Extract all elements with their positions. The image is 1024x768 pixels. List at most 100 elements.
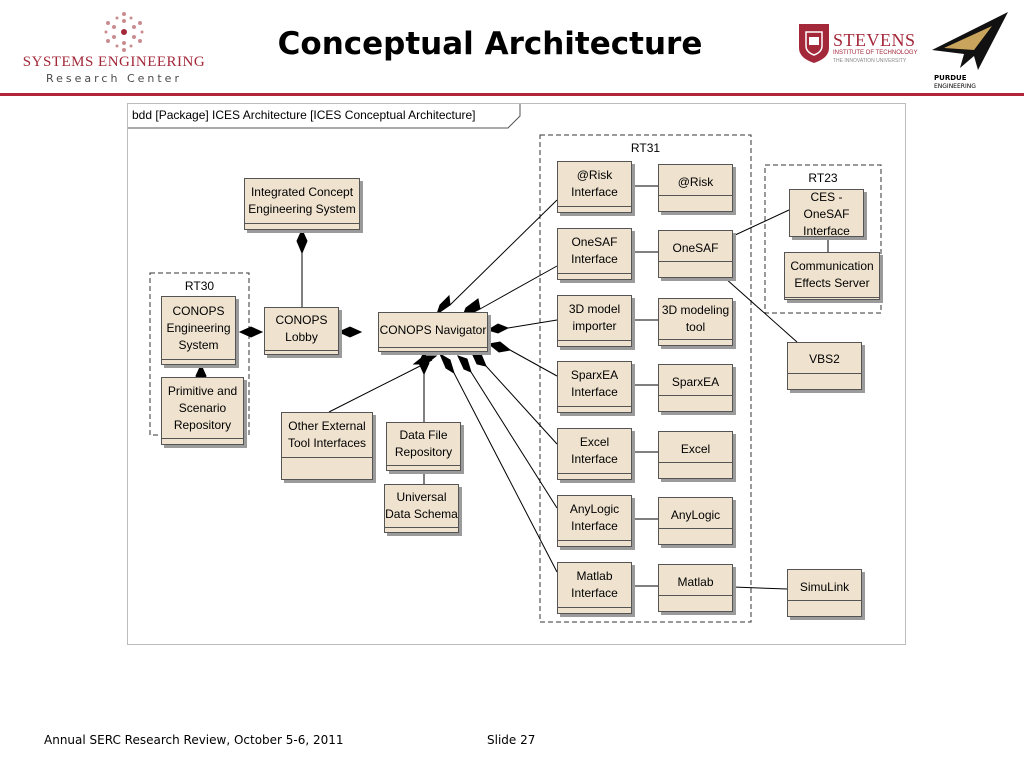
block-label: 3D modeling tool <box>661 303 730 334</box>
block-matlab-interface[interactable]: Matlab Interface <box>557 562 632 614</box>
block-compartment <box>558 473 631 474</box>
block-compartment <box>282 457 372 458</box>
slide-number: Slide 27 <box>487 733 536 747</box>
purdue-logo: PURDUE ENGINEERING <box>930 10 1010 94</box>
block-communication-effects-server[interactable]: Communication Effects Server <box>784 252 880 300</box>
block-compartment <box>265 350 338 351</box>
stevens-name: STEVENS <box>833 30 916 50</box>
block-label: CES - OneSAF Interface <box>803 189 850 238</box>
block-conops-engineering-system[interactable]: CONOPS Engineering System <box>161 296 236 365</box>
block-excel[interactable]: Excel <box>658 431 733 479</box>
block-label: SparxEA <box>671 374 720 389</box>
block-compartment <box>785 297 879 298</box>
link-navigator-anylogic <box>470 371 558 509</box>
block-compartment <box>379 347 487 348</box>
stevens-logo: STEVENS INSTITUTE OF TECHNOLOGY THE INNO… <box>793 16 923 74</box>
stevens-tagline: THE INNOVATION UNIVERSITY <box>833 58 907 64</box>
package-rt23-border <box>764 164 882 314</box>
block-label: Universal Data Schema <box>385 490 458 521</box>
page-title: Conceptual Architecture <box>277 26 703 62</box>
block-risk-interface[interactable]: @Risk Interface <box>557 161 632 213</box>
block-label: @Risk <box>677 174 714 189</box>
block-data-file-repository[interactable]: Data File Repository <box>386 422 461 471</box>
block-label: Other External Tool Interfaces <box>287 419 367 450</box>
link-navigator-excel <box>485 365 558 445</box>
frame-tab <box>128 104 521 129</box>
block-anylogic-interface[interactable]: AnyLogic Interface <box>557 495 632 547</box>
frame-label: bdd [Package] ICES Architecture [ICES Co… <box>132 108 476 122</box>
diamond-navigator-matlab <box>438 352 455 375</box>
serc-snowflake-icon <box>104 12 144 52</box>
block-compartment <box>659 595 732 596</box>
block-compartment <box>385 527 458 528</box>
block-label: Matlab <box>677 574 714 589</box>
block-label: CONOPS Engineering System <box>166 303 231 352</box>
diamond-lobby-left <box>238 326 264 338</box>
block-label: AnyLogic Interface <box>569 502 620 533</box>
block-label: Excel <box>680 441 711 456</box>
block-anylogic[interactable]: AnyLogic <box>658 497 733 545</box>
link-onesaf-ces <box>732 209 790 237</box>
package-rt31-border <box>539 134 752 623</box>
block-compartment <box>659 395 732 396</box>
block-compartment <box>788 373 861 374</box>
block-compartment <box>558 206 631 207</box>
block-onesaf-interface[interactable]: OneSAF Interface <box>557 228 632 280</box>
block-conops-navigator[interactable]: CONOPS Navigator <box>378 312 488 352</box>
footer-event: Annual SERC Research Review, October 5-6… <box>44 733 344 747</box>
block-compartment <box>659 339 732 340</box>
block-label: 3D model importer <box>568 302 621 333</box>
stevens-subtitle: INSTITUTE OF TECHNOLOGY <box>833 50 918 56</box>
block-onesaf[interactable]: OneSAF <box>658 230 733 278</box>
block-3d-model-importer[interactable]: 3D model importer <box>557 295 632 347</box>
block-compartment <box>387 465 460 466</box>
block-primitive-scenario-repository[interactable]: Primitive and Scenario Repository <box>161 377 244 445</box>
block-risk[interactable]: @Risk <box>658 164 733 212</box>
diamond-navigator-3d <box>486 323 510 334</box>
serc-logo: SYSTEMS ENGINEERING Research Center <box>14 8 214 85</box>
block-label: OneSAF Interface <box>571 235 618 266</box>
block-compartment <box>245 223 359 224</box>
block-label: SparxEA Interface <box>570 368 619 399</box>
package-rt30-label: RT30 <box>184 279 215 293</box>
block-label: CONOPS Navigator <box>379 322 487 337</box>
block-other-external-tool-interfaces[interactable]: Other External Tool Interfaces <box>281 412 373 480</box>
block-3d-modeling-tool[interactable]: 3D modeling tool <box>658 298 733 346</box>
block-compartment <box>162 438 243 439</box>
package-rt23-label: RT23 <box>808 171 838 185</box>
block-simulink[interactable]: SimuLink <box>787 569 862 617</box>
block-label: Data File Repository <box>394 428 453 459</box>
stevens-seal-icon <box>799 24 829 63</box>
header-divider <box>0 93 1024 96</box>
block-compartment <box>558 406 631 407</box>
block-compartment <box>558 340 631 341</box>
block-excel-interface[interactable]: Excel Interface <box>557 428 632 480</box>
block-sparxea[interactable]: SparxEA <box>658 364 733 412</box>
block-label: AnyLogic <box>670 507 721 522</box>
block-conops-lobby[interactable]: CONOPS Lobby <box>264 307 339 355</box>
block-sparxea-interface[interactable]: SparxEA Interface <box>557 361 632 413</box>
block-matlab[interactable]: Matlab <box>658 564 733 612</box>
block-label: SimuLink <box>799 579 850 594</box>
block-vbs2[interactable]: VBS2 <box>787 342 862 390</box>
block-compartment <box>162 359 235 360</box>
block-universal-data-schema[interactable]: Universal Data Schema <box>384 484 459 533</box>
block-compartment <box>659 528 732 529</box>
block-label: Matlab Interface <box>571 569 618 600</box>
block-label: OneSAF <box>672 240 719 255</box>
block-ces-onesaf-interface[interactable]: CES - OneSAF Interface <box>789 189 864 238</box>
block-label: Integrated Concept Engineering System <box>248 185 356 216</box>
diamond-ices <box>296 228 308 255</box>
purdue-subtitle: ENGINEERING <box>934 83 976 90</box>
link-onesaf-vbs2 <box>724 277 798 343</box>
diamond-navigator-sparx <box>487 341 512 353</box>
block-compartment <box>659 261 732 262</box>
diamond-navigator-risk <box>436 294 451 316</box>
block-integrated-concept-engineering-system[interactable]: Integrated Concept Engineering System <box>244 178 360 230</box>
block-compartment <box>659 195 732 196</box>
diamond-navigator-datafile <box>418 350 430 376</box>
block-compartment <box>558 273 631 274</box>
purdue-mark-icon <box>932 12 1008 70</box>
block-label: CONOPS Lobby <box>275 313 328 344</box>
